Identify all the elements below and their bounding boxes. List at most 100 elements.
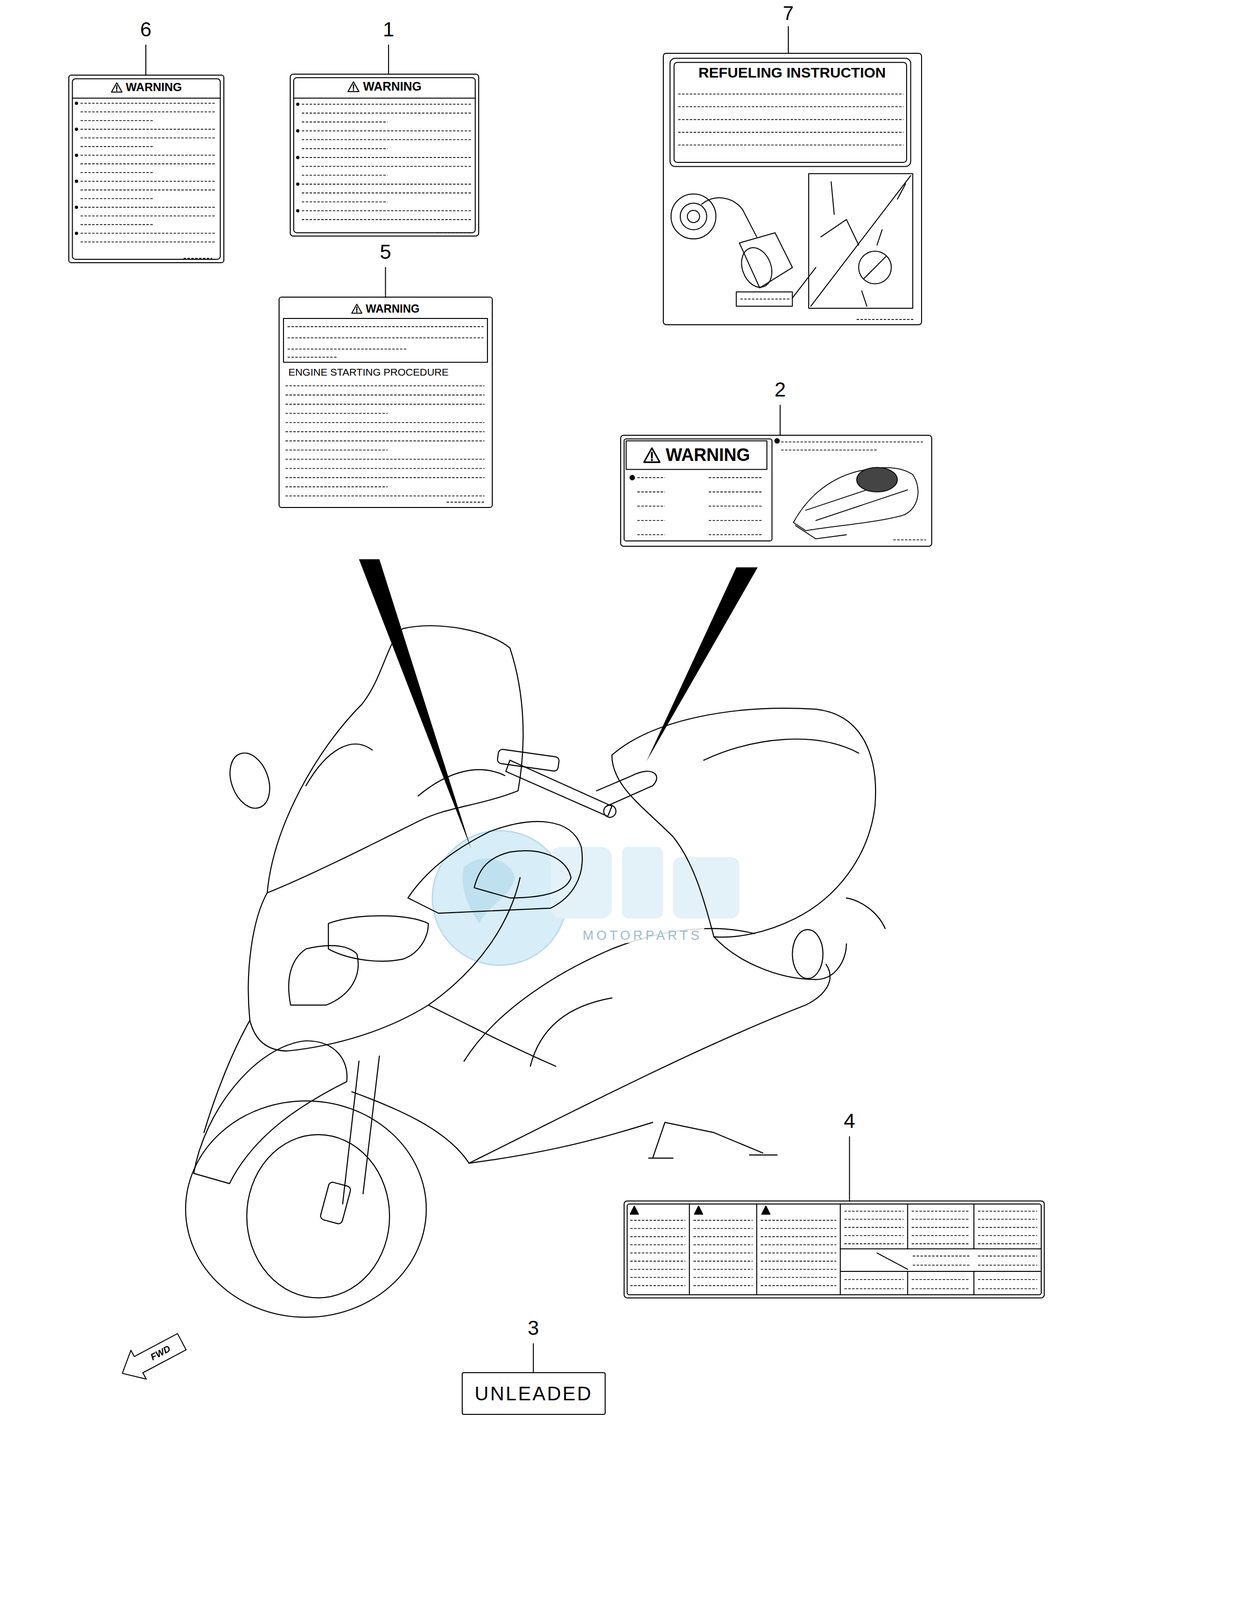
warning-triangle-outline bbox=[351, 304, 362, 314]
placeholder-text-lines-part bbox=[285, 403, 485, 405]
placeholder-text-lines-part bbox=[911, 1210, 971, 1212]
placeholder-text-lines-part bbox=[301, 139, 471, 141]
placeholder-text-lines-part bbox=[80, 180, 217, 182]
placeholder-text-lines-part bbox=[760, 1243, 837, 1245]
refuel-pictogram-part bbox=[736, 291, 793, 306]
placeholder-text-lines-part bbox=[80, 215, 217, 217]
placeholder-text-lines-part bbox=[285, 477, 485, 479]
placeholder-text-lines-part bbox=[80, 111, 217, 113]
placeholder-text-lines-part bbox=[630, 1236, 686, 1237]
warning-triangle bbox=[110, 81, 124, 94]
placeholder-text-lines-part bbox=[760, 1276, 837, 1278]
placeholder-text-lines-part bbox=[74, 205, 79, 209]
scooter-pictogram-part bbox=[856, 467, 898, 492]
scooter-drawing-part bbox=[351, 963, 830, 1163]
scooter-drawing-part bbox=[288, 945, 359, 1005]
watermark-globe bbox=[432, 830, 740, 966]
placeholder-text-lines-part bbox=[285, 468, 485, 470]
warning-label: WARNING bbox=[289, 73, 480, 237]
placeholder-text-lines-part bbox=[301, 148, 388, 150]
placeholder-text-lines-part bbox=[296, 156, 300, 160]
warning-heading: WARNING bbox=[125, 80, 182, 94]
scooter-drawing-part bbox=[474, 850, 572, 898]
placeholder-text-lines-part bbox=[301, 156, 471, 158]
callout-leaders-part bbox=[848, 1136, 850, 1201]
placeholder-text-lines-part bbox=[285, 422, 485, 423]
callout-leaders-part bbox=[787, 26, 789, 54]
watermark-globe-part bbox=[462, 858, 516, 924]
label-4-decal-part bbox=[907, 1270, 908, 1295]
placeholder-text-lines-part bbox=[637, 533, 665, 535]
placeholder-text-lines-part bbox=[977, 1210, 1037, 1212]
placeholder-text-lines-part bbox=[977, 1234, 1037, 1236]
placeholder-text-lines-part bbox=[911, 1287, 971, 1289]
placeholder-text-lines-part bbox=[80, 206, 217, 208]
placeholder-text-lines-part bbox=[285, 394, 485, 396]
placeholder-text-lines-part bbox=[630, 1276, 686, 1278]
scooter-drawing-part bbox=[648, 1122, 778, 1158]
placeholder-text-lines-part bbox=[287, 348, 408, 350]
callout-leaders-part bbox=[388, 45, 390, 74]
placeholder-text-lines-part bbox=[760, 1219, 837, 1221]
placeholder-text-lines-part bbox=[630, 1284, 686, 1286]
text-slot: WARNING bbox=[626, 441, 766, 470]
placeholder-text-lines-part bbox=[693, 1227, 753, 1229]
placeholder-text-lines-part bbox=[708, 477, 764, 479]
scooter-pictogram-part bbox=[793, 467, 919, 531]
callout-leaders-part bbox=[145, 45, 147, 75]
scooter-drawing-part bbox=[464, 928, 755, 1062]
label-4-decal-part bbox=[876, 1252, 908, 1269]
placeholder-text-lines-part bbox=[287, 337, 484, 339]
placeholder-text-lines-part bbox=[285, 458, 485, 460]
scooter-drawing-part bbox=[319, 1180, 352, 1224]
placeholder-text-lines-part bbox=[708, 491, 764, 493]
placeholder-text-lines-part bbox=[678, 119, 904, 121]
label-frames-part bbox=[283, 318, 488, 363]
placeholder-text-lines-part bbox=[80, 224, 153, 226]
refuel-pictogram-part bbox=[863, 256, 887, 279]
callout-number: 5 bbox=[379, 241, 392, 263]
warning-triangle-dot bbox=[356, 311, 358, 313]
placeholder-text-lines-part bbox=[301, 165, 471, 167]
watermark-globe-part bbox=[432, 830, 567, 966]
callout-number: 1 bbox=[382, 19, 394, 40]
placeholder-text-lines-part bbox=[678, 106, 904, 108]
callout-leaders-part bbox=[385, 267, 387, 298]
scooter-drawing bbox=[185, 625, 886, 1317]
warning-label: WARNING bbox=[68, 74, 225, 264]
warning-triangle-mark bbox=[356, 307, 358, 311]
scooter-drawing-part bbox=[342, 1060, 360, 1204]
scooter-drawing-part bbox=[266, 625, 523, 893]
placeholder-text-lines-part bbox=[285, 385, 485, 387]
placeholder-text-lines-part bbox=[893, 539, 926, 541]
placeholder-text-lines-part bbox=[296, 182, 300, 186]
scooter-drawing-part bbox=[428, 1004, 556, 1066]
text-slot: UNLEADED bbox=[464, 1374, 603, 1412]
scooter-drawing-part bbox=[792, 929, 823, 979]
placeholder-text-lines-part bbox=[296, 129, 300, 133]
placeholder-text-lines-part bbox=[630, 1243, 686, 1245]
placeholder-text-lines-part bbox=[637, 519, 665, 521]
procedure-heading: ENGINE STARTING PROCEDURE bbox=[288, 366, 449, 378]
placeholder-text-lines-part bbox=[436, 232, 474, 234]
refuel-pictogram-part bbox=[736, 243, 778, 292]
scooter-drawing-part bbox=[497, 748, 560, 772]
placeholder-text-lines-part bbox=[301, 201, 388, 203]
refuel-pictogram-part bbox=[808, 173, 913, 309]
placeholder-text-lines bbox=[74, 93, 1037, 1289]
warning-triangle-mark bbox=[352, 84, 355, 89]
placeholder-text-lines-part bbox=[856, 318, 915, 320]
placeholder-text-lines-part bbox=[301, 130, 471, 132]
label-4-decal-part bbox=[839, 1203, 841, 1295]
placeholder-text-lines-part bbox=[301, 121, 388, 123]
placeholder-text-lines-part bbox=[693, 1284, 753, 1286]
placeholder-text-lines-part bbox=[977, 1218, 1037, 1220]
label-frames bbox=[72, 58, 911, 541]
warning-triangle-dot bbox=[352, 89, 355, 91]
placeholder-text-lines-part bbox=[74, 101, 79, 106]
watermark-globe-part bbox=[550, 846, 612, 918]
label-4-decal-part bbox=[756, 1203, 758, 1295]
refuel-pictogram-part bbox=[861, 183, 907, 307]
placeholder-text-lines-part bbox=[630, 1251, 686, 1253]
label-frames-part bbox=[624, 438, 772, 541]
